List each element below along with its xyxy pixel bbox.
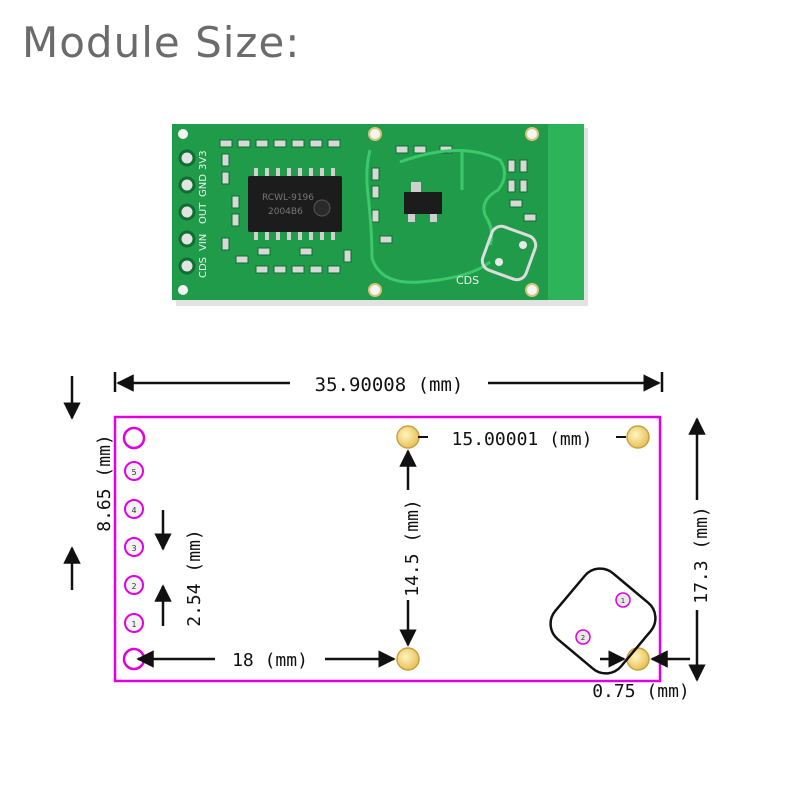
mount-hole-top-left	[396, 425, 420, 449]
cds-pin-1: 1	[615, 592, 631, 608]
mount-hole	[368, 283, 382, 297]
svg-text:2: 2	[581, 634, 585, 642]
dim-hole-height: 14.5 (mm)	[399, 449, 423, 647]
mount-hole-bottom-right	[626, 647, 650, 671]
header-pins	[178, 149, 196, 275]
svg-text:4: 4	[131, 506, 136, 515]
dim-pin-pitch: 2.54 (mm)	[154, 510, 205, 627]
cds-pin-2: 2	[575, 629, 591, 645]
dim-edge-offset: 0.75 (mm)	[592, 650, 690, 702]
svg-text:1: 1	[131, 620, 136, 629]
pin-label-cds: CDS	[198, 257, 209, 278]
chip-marking-2: 2004B6	[268, 207, 303, 217]
dim-height-label: 17.3 (mm)	[691, 506, 712, 604]
transistor	[404, 182, 442, 222]
pin-label-3v3: 3V3	[198, 150, 209, 170]
dim-hole-height-label: 14.5 (mm)	[402, 499, 423, 597]
dim-edge-offset-label: 0.75 (mm)	[592, 681, 690, 702]
pin-3: 3	[124, 537, 144, 557]
mount-hole-bottom-left	[396, 647, 420, 671]
cds-label: CDS	[456, 274, 479, 287]
dim-hole-spacing: 15.00001 (mm)	[418, 429, 626, 450]
dim-width-label: 35.90008 (mm)	[315, 374, 464, 396]
mount-hole-top-right	[626, 425, 650, 449]
pin-1: 1	[124, 613, 144, 633]
cds-footprint: 1 2	[549, 567, 657, 675]
dim-width: 35.90008 (mm)	[113, 372, 664, 396]
antenna-strip	[548, 124, 584, 300]
rf-trace	[365, 148, 506, 284]
dim-pin-pitch-label: 2.54 (mm)	[184, 529, 205, 627]
page-title: Module Size:	[22, 18, 301, 67]
pin-label-group: CDS VIN OUT GND 3V3	[198, 150, 209, 278]
dim-hole-spacing-label: 15.00001 (mm)	[452, 429, 593, 450]
pin-label-gnd: GND	[198, 174, 209, 197]
board-photo: CDS VIN OUT GND 3V3	[172, 124, 588, 306]
mount-hole	[525, 283, 539, 297]
chip-logo	[313, 199, 331, 217]
pin-hole-empty	[122, 426, 146, 450]
pin-2: 2	[124, 575, 144, 595]
ic-body	[248, 176, 342, 232]
dim-pin-offset-label: 18 (mm)	[232, 650, 308, 671]
ic-chip: RCWL-9196 2004B6	[248, 168, 342, 240]
cds-sensor: CDS	[456, 224, 538, 287]
pin-label-vin: VIN	[198, 234, 209, 251]
dimension-drawing: 5 4 3 2 1	[63, 372, 712, 702]
chip-marking: RCWL-9196	[262, 193, 314, 203]
smd-components	[219, 139, 537, 274]
svg-text:1: 1	[621, 597, 625, 605]
mount-hole	[178, 129, 188, 139]
mount-hole	[178, 285, 188, 295]
mount-hole	[525, 127, 539, 141]
dim-top-offset-label: 8.65 (mm)	[94, 434, 115, 532]
pin-column: 5 4 3 2 1	[122, 426, 146, 671]
svg-text:5: 5	[131, 468, 136, 477]
pin-4: 4	[124, 499, 144, 519]
svg-text:2: 2	[131, 582, 136, 591]
dim-height: 17.3 (mm)	[688, 417, 712, 682]
dim-top-offset: 8.65 (mm)	[63, 376, 115, 590]
mount-hole	[368, 127, 382, 141]
dim-pin-offset: 18 (mm)	[136, 650, 396, 671]
pin-5: 5	[124, 461, 144, 481]
svg-text:3: 3	[131, 544, 136, 553]
pin-label-out: OUT	[198, 202, 209, 224]
board-outline	[113, 415, 662, 683]
